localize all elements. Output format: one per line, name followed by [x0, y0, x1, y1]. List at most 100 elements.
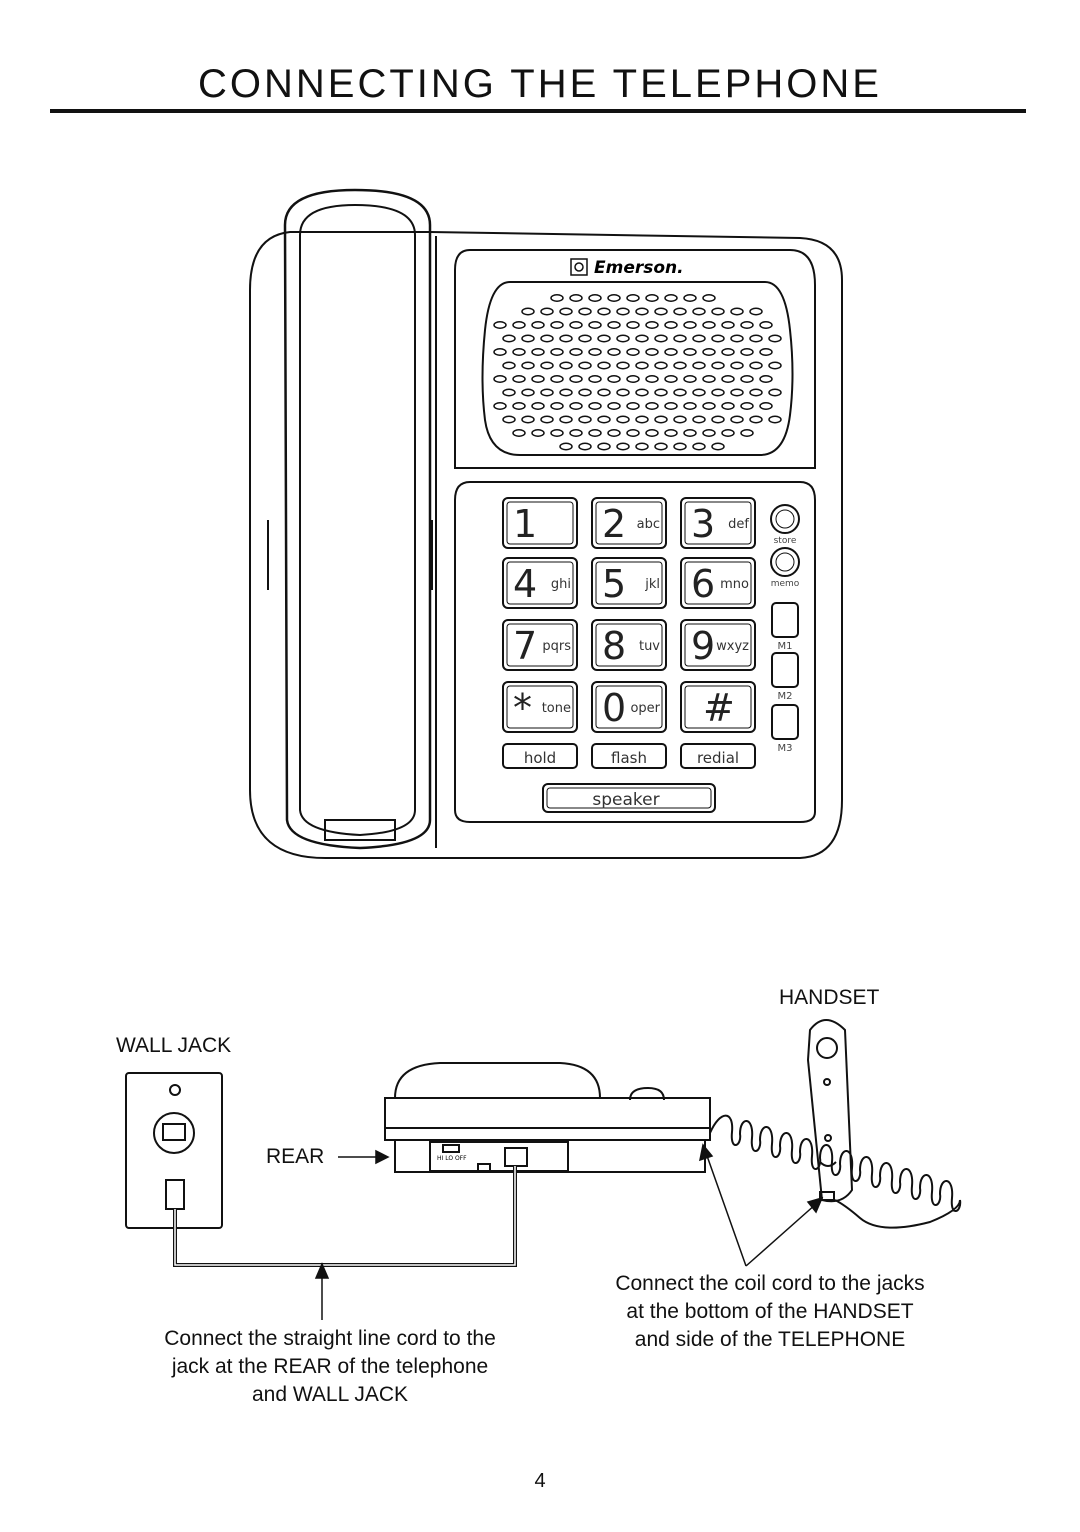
speaker-hole [749, 388, 763, 397]
speaker-hole [664, 294, 678, 302]
speaker-hole [635, 334, 649, 343]
key-letters: tuv [639, 639, 660, 654]
speaker-hole [531, 375, 545, 383]
speaker-hole [521, 415, 535, 424]
speaker-hole [626, 429, 640, 437]
ringer-switch-label: HI LO OFF [437, 1155, 467, 1162]
speaker-hole [759, 321, 773, 329]
speaker-hole [493, 375, 507, 383]
speaker-hole [569, 294, 583, 302]
speaker-hole [635, 361, 649, 370]
speaker-hole [730, 361, 744, 370]
speaker-hole [711, 388, 725, 397]
speaker-hole [645, 375, 659, 383]
speaker-hole [683, 294, 697, 302]
key-star: *tone [502, 681, 578, 733]
side-key-label: M2 [778, 691, 793, 702]
speaker-hole [673, 442, 687, 451]
speaker-hole [578, 361, 592, 370]
speaker-hole [569, 375, 583, 383]
speaker-hole [692, 334, 706, 343]
speaker-hole [654, 388, 668, 397]
speaker-hole [645, 429, 659, 437]
speaker-hole [711, 415, 725, 424]
function-key-label: flash [611, 749, 647, 767]
speaker-hole [654, 442, 668, 451]
key-letters: wxyz [716, 639, 749, 654]
speaker-hole [683, 321, 697, 329]
caption-line: Connect the straight line cord to the [164, 1327, 496, 1350]
speaker-hole [635, 442, 649, 451]
speaker-hole [569, 429, 583, 437]
speaker-hole [502, 361, 516, 370]
speaker-hole [512, 348, 526, 356]
speaker-hole [540, 415, 554, 424]
speaker-hole [626, 294, 640, 302]
wall-jack-label: WALL JACK [116, 1034, 232, 1057]
caption-line: and side of the TELEPHONE [634, 1328, 906, 1351]
speaker-hole [664, 402, 678, 410]
speaker-hole [512, 321, 526, 329]
speaker-grille [481, 281, 794, 456]
speaker-hole [702, 348, 716, 356]
speaker-hole [569, 321, 583, 329]
speaker-hole [664, 321, 678, 329]
speaker-hole [683, 375, 697, 383]
speaker-hole [730, 388, 744, 397]
speaker-hole [502, 415, 516, 424]
speaker-hole [654, 361, 668, 370]
speaker-hole [692, 415, 706, 424]
speaker-hole [749, 415, 763, 424]
speaker-hole [616, 361, 630, 370]
speaker-hole [597, 361, 611, 370]
speaker-hole [607, 402, 621, 410]
speaker-hole [597, 388, 611, 397]
speaker-hole [711, 361, 725, 370]
m3-button: M3 [771, 704, 799, 754]
speaker-hole [740, 429, 754, 437]
key-letters: tone [542, 701, 571, 716]
speaker-hole [749, 361, 763, 370]
speaker-hole [721, 402, 735, 410]
speaker-hole [626, 402, 640, 410]
key-1: 1 [502, 497, 578, 549]
speaker-hole [607, 294, 621, 302]
caption-line: at the bottom of the HANDSET [626, 1300, 914, 1323]
side-key-label: M1 [778, 641, 793, 652]
speaker-hole [721, 348, 735, 356]
function-key-label: redial [697, 749, 739, 767]
speaker-hole [559, 307, 573, 316]
speaker-hole [616, 388, 630, 397]
speaker-hole [721, 321, 735, 329]
key-pound: # [680, 681, 756, 733]
speaker-hole [578, 307, 592, 316]
caption-line: jack at the REAR of the telephone [171, 1355, 489, 1378]
speaker-hole [692, 307, 706, 316]
speaker-hole [673, 361, 687, 370]
speaker-hole [768, 334, 782, 343]
speaker-hole [559, 388, 573, 397]
speaker-hole [597, 334, 611, 343]
speaker-hole [673, 388, 687, 397]
speaker-hole [559, 415, 573, 424]
speaker-hole [588, 429, 602, 437]
speaker-hole [550, 348, 564, 356]
speaker-hole [683, 402, 697, 410]
key-number: 5 [602, 562, 626, 606]
speaker-hole [711, 334, 725, 343]
speaker-hole [759, 348, 773, 356]
speaker-hole [673, 307, 687, 316]
speaker-hole [664, 375, 678, 383]
speaker-hole [635, 415, 649, 424]
coil-cord-caption: Connect the coil cord to the jacks at th… [560, 1270, 980, 1354]
speaker-hole [550, 375, 564, 383]
speaker-hole [493, 321, 507, 329]
speaker-hole [730, 334, 744, 343]
key-number: 7 [513, 624, 537, 668]
key-letters: jkl [644, 577, 660, 592]
speaker-hole [683, 348, 697, 356]
